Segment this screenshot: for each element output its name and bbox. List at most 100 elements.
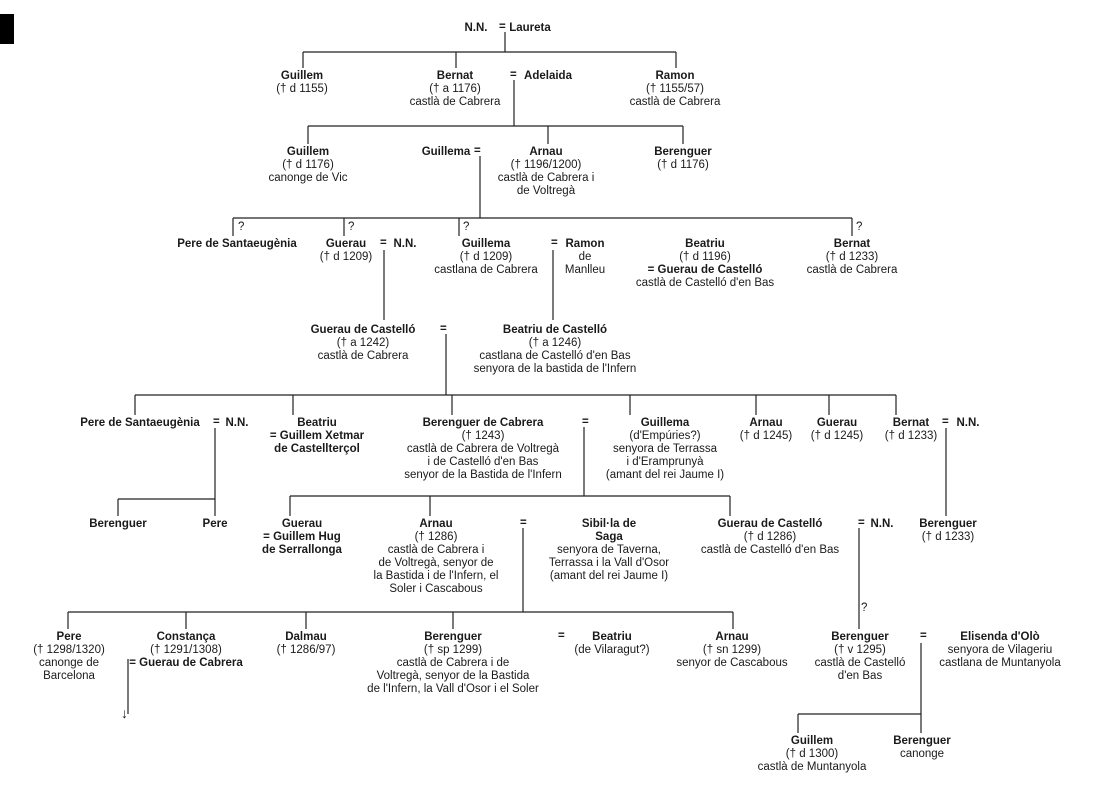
marriage-symbol: = xyxy=(942,416,949,428)
uncertain-mark: ? xyxy=(348,221,355,233)
person-name: N.N. xyxy=(870,518,894,530)
person-detail: († d 1209) xyxy=(319,251,373,263)
person-name: Bernat xyxy=(436,70,474,82)
marriage-symbol: = xyxy=(858,517,865,529)
person-name: N.N. xyxy=(956,417,980,429)
person-detail: († d 1176) xyxy=(282,159,334,171)
marriage-symbol: = xyxy=(510,69,517,81)
person-name: Pere de Santaeugènia xyxy=(177,238,297,250)
person-detail: († d 1245) xyxy=(739,430,793,442)
corner-mark xyxy=(0,14,14,44)
person-detail: de xyxy=(578,251,592,263)
person-detail: castlà de Castelló d'en Bas xyxy=(700,544,840,556)
person-name: Ramon xyxy=(565,238,605,250)
person-adelaida: Adelaida xyxy=(524,70,572,83)
person-name: Berenguer de Cabrera xyxy=(422,417,544,429)
person-name: Berenguer xyxy=(893,735,951,747)
person-detail: († d 1196) xyxy=(679,251,731,263)
person-detail: senyor de Cascabous xyxy=(676,657,788,669)
person-name: Arnau xyxy=(749,417,783,429)
marriage-symbol: = xyxy=(440,323,447,335)
person-constanca: Constança(† 1291/1308)= Guerau de Cabrer… xyxy=(129,631,242,670)
person-name: Guerau de Castelló xyxy=(310,324,416,336)
uncertain-mark: ? xyxy=(238,221,245,233)
person-detail: castlà de Cabrera xyxy=(629,96,721,108)
uncertain-mark: ? xyxy=(861,602,868,614)
person-nn-guerau2: N.N. xyxy=(871,518,894,531)
person-detail: († 1196/1200) xyxy=(510,159,582,171)
person-detail: († d 1209) xyxy=(459,251,513,263)
person-name: Guillem xyxy=(280,70,324,82)
person-arnau-1245: Arnau(† d 1245) xyxy=(740,417,792,443)
person-detail: = Guerau de Castelló xyxy=(647,264,763,276)
person-guerau-castello-1242: Guerau de Castelló(† a 1242)castlà de Ca… xyxy=(311,324,416,363)
uncertain-mark: ? xyxy=(856,221,863,233)
person-detail: castlà de Cabrera i xyxy=(497,172,595,184)
person-detail: († a 1246) xyxy=(528,337,582,349)
person-guillem-1300: Guillem(† d 1300)castlà de Muntanyola xyxy=(758,735,867,774)
person-name: Guillema xyxy=(421,146,471,158)
person-name: Pere xyxy=(202,518,228,530)
person-detail: (d'Empúries?) xyxy=(629,430,701,442)
person-guerau-castello-1286: Guerau de Castelló(† d 1286)castlà de Ca… xyxy=(701,518,839,557)
person-name: Guerau xyxy=(816,417,858,429)
person-ramon-1155: Ramon(† 1155/57)castlà de Cabrera xyxy=(630,70,721,109)
person-nn-pere: N.N. xyxy=(226,417,249,430)
person-name: Guerau xyxy=(281,518,323,530)
person-detail: = Guerau de Cabrera xyxy=(129,657,243,669)
person-detail: († 1155/57) xyxy=(646,83,704,95)
person-name: Berenguer xyxy=(831,631,889,643)
person-beatriu-castello: Beatriu de Castelló(† a 1246)castlana de… xyxy=(474,324,637,376)
person-guerau-1245: Guerau(† d 1245) xyxy=(811,417,863,443)
person-detail: castlà de Cabrera i de xyxy=(396,657,510,669)
person-guillema-empuries: Guillema(d'Empúries?)senyora de Terrassa… xyxy=(606,417,724,482)
person-detail: la Bastida i de l'Infern, el xyxy=(373,570,499,582)
person-arnau-1299: Arnau(† sn 1299)senyor de Cascabous xyxy=(676,631,787,670)
person-name: N.N. xyxy=(464,22,488,34)
person-name: Adelaida xyxy=(524,70,572,82)
person-nn-bernat: N.N. xyxy=(957,417,980,430)
person-detail: († d 1233) xyxy=(825,251,879,263)
person-name: Guillema xyxy=(461,238,511,250)
person-dalmau: Dalmau(† 1286/97) xyxy=(277,631,336,657)
person-guillema-1: Guillema xyxy=(422,146,471,159)
person-bernat-1233a: Bernat(† d 1233)castlà de Cabrera xyxy=(807,238,898,277)
uncertain-mark: ? xyxy=(463,221,470,233)
person-detail: castlana de Castelló d'en Bas xyxy=(479,350,631,362)
person-detail: († a 1242) xyxy=(336,337,390,349)
person-detail: († d 1233) xyxy=(921,531,975,543)
person-detail: († 1298/1320) xyxy=(33,644,105,656)
person-guillem-1176: Guillem(† d 1176)canonge de Vic xyxy=(268,146,347,185)
marriage-symbol: = xyxy=(380,237,387,249)
person-detail: († 1286) xyxy=(414,531,458,543)
person-nn-guerau: N.N. xyxy=(394,238,417,251)
person-name: Guerau xyxy=(325,238,367,250)
person-nn-root: N.N. xyxy=(465,22,488,35)
person-detail: de Serrallonga xyxy=(262,544,342,556)
person-name: N.N. xyxy=(393,238,417,250)
person-detail: castlà de Cabrera xyxy=(806,264,898,276)
person-detail: = Guillem Hug xyxy=(263,531,341,543)
person-detail: († v 1295) xyxy=(834,644,886,656)
person-berenguer-1176: Berenguer(† d 1176) xyxy=(654,146,712,172)
person-detail: senyora de Terrassa xyxy=(613,443,717,455)
person-detail: canonge de Vic xyxy=(268,172,348,184)
person-detail: senyora de Vilageriu xyxy=(947,644,1053,656)
person-detail: († d 1286) xyxy=(743,531,797,543)
person-name: Sibil·la de xyxy=(581,518,637,530)
person-name: Guillema xyxy=(640,417,690,429)
person-berenguer-child: Berenguer xyxy=(89,518,147,531)
person-name: Dalmau xyxy=(285,631,327,643)
person-detail: Saga xyxy=(595,531,623,543)
person-guerau-1209: Guerau(† d 1209) xyxy=(320,238,372,264)
person-detail: castlà de Castelló xyxy=(814,657,906,669)
